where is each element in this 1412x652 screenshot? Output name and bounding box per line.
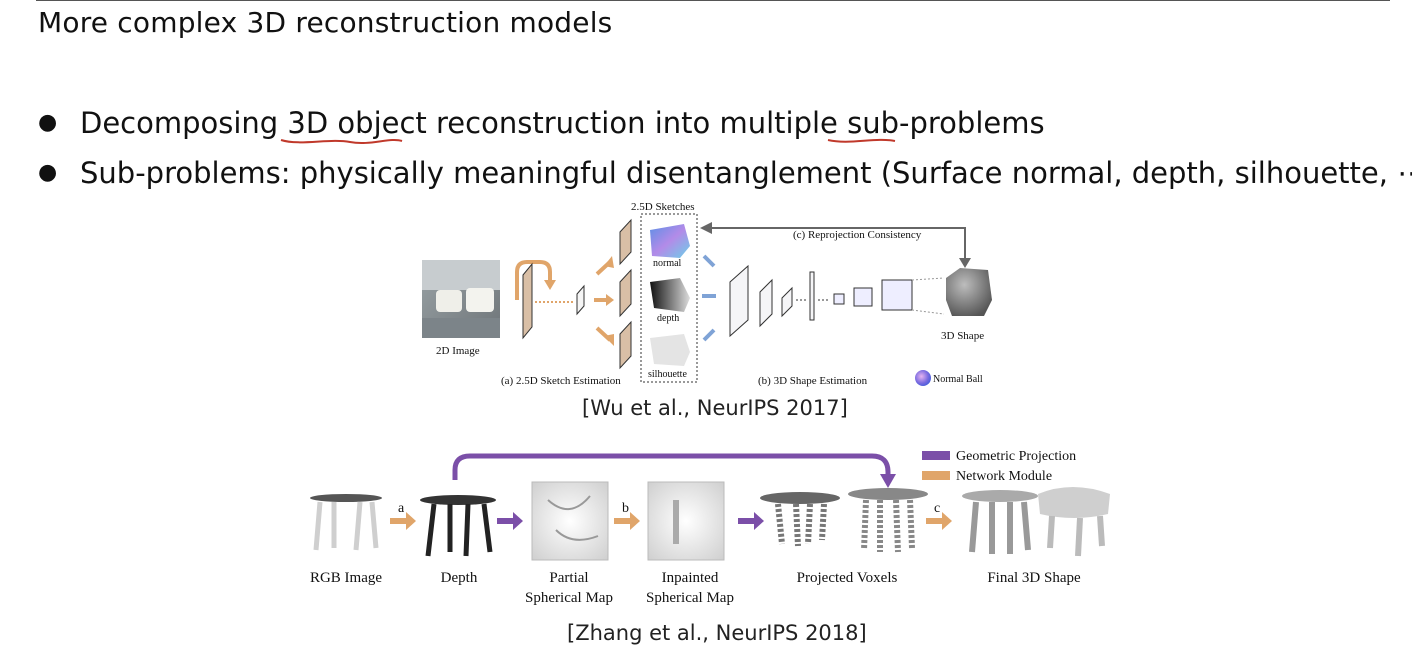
voxel-block-3 bbox=[881, 279, 913, 311]
projection-arrow-1 bbox=[497, 512, 523, 530]
reprojection-arrowhead-icon bbox=[700, 222, 712, 234]
bullet-item: ● Decomposing 3D object reconstruction i… bbox=[38, 98, 1412, 148]
reprojection-label: (c) Reprojection Consistency bbox=[793, 229, 922, 241]
caption-genre: [Zhang et al., NeurIPS 2018] bbox=[567, 621, 867, 645]
depth-table-thumb bbox=[420, 495, 496, 557]
network-arrow-b bbox=[614, 512, 640, 530]
shape-encoder-slab-2 bbox=[759, 278, 773, 328]
shape-encoder-slab-3 bbox=[781, 286, 793, 318]
bullet-dot-icon: ● bbox=[38, 110, 58, 135]
encoder-slab bbox=[522, 262, 533, 340]
title-rule bbox=[36, 0, 1390, 1]
stage-label-voxels: Projected Voxels bbox=[797, 570, 898, 586]
arrowhead-icon bbox=[604, 334, 614, 346]
sketches-header: 2.5D Sketches bbox=[631, 201, 695, 213]
network-arrow-a bbox=[390, 512, 416, 530]
silhouette-label: silhouette bbox=[648, 369, 687, 380]
projected-voxels-thumb bbox=[760, 488, 928, 553]
stage-label-inpainted: Inpainted bbox=[662, 570, 719, 586]
stage-a-label: (a) 2.5D Sketch Estimation bbox=[501, 375, 621, 387]
voxel-block-2 bbox=[853, 287, 873, 307]
bullet-text: Decomposing 3D object reconstruction int… bbox=[80, 106, 1045, 140]
partial-spherical-map-thumb bbox=[531, 481, 609, 561]
normal-ball-label: Normal Ball bbox=[933, 374, 983, 385]
encoder-loop-arrow bbox=[515, 260, 552, 300]
marrnet-figure: 2.5D Sketches (c) Reprojection Consisten… bbox=[422, 201, 992, 387]
arrowhead-icon bbox=[606, 294, 614, 306]
arrowhead-icon bbox=[604, 256, 614, 268]
inpainted-spherical-map-thumb bbox=[647, 481, 725, 561]
latent-vector bbox=[809, 271, 815, 321]
input-photo bbox=[422, 260, 500, 338]
step-label-a: a bbox=[398, 501, 405, 516]
voxel-block-1 bbox=[833, 293, 845, 305]
decoder-slab-silhouette bbox=[619, 320, 632, 370]
legend-network: Network Module bbox=[956, 469, 1052, 484]
latent-slab bbox=[576, 284, 585, 316]
silhouette-thumb bbox=[650, 334, 690, 366]
projection-arrow-2 bbox=[738, 512, 764, 530]
stage-label-partial-map: Spherical Map bbox=[525, 590, 613, 606]
step-label-c: c bbox=[934, 501, 940, 516]
normal-label: normal bbox=[653, 258, 682, 269]
depth-map-thumb bbox=[650, 278, 690, 312]
merge-arrow-normal bbox=[702, 254, 716, 268]
depth-label: depth bbox=[657, 313, 679, 324]
reprojection-arrow bbox=[708, 227, 966, 262]
output-label: 3D Shape bbox=[941, 330, 984, 342]
stage-label-final: Final 3D Shape bbox=[987, 570, 1081, 586]
legend-swatch-geometric bbox=[922, 451, 950, 460]
bullet-list: ● Decomposing 3D object reconstruction i… bbox=[38, 98, 1412, 198]
final-shape-thumb bbox=[962, 487, 1110, 557]
shape-output-thumb bbox=[946, 268, 992, 316]
link-line bbox=[911, 309, 945, 315]
legend-geometric: Geometric Projection bbox=[956, 449, 1076, 464]
bullet-dot-icon: ● bbox=[38, 160, 58, 185]
bullet-text: Sub-problems: physically meaningful dise… bbox=[80, 156, 1412, 190]
reprojection-down-arrowhead-icon bbox=[959, 258, 971, 268]
decoder-slab-depth bbox=[619, 268, 632, 318]
caption-marrnet: [Wu et al., NeurIPS 2017] bbox=[582, 396, 848, 420]
stage-label-depth: Depth bbox=[441, 570, 478, 586]
normal-ball-icon bbox=[915, 370, 931, 386]
normal-map-thumb bbox=[650, 224, 690, 258]
shape-encoder-slab-1 bbox=[729, 264, 749, 338]
network-arrow-c bbox=[926, 512, 952, 530]
merge-arrow-silhouette bbox=[702, 328, 716, 342]
link-line bbox=[911, 277, 945, 281]
stage-label-partial: Partial bbox=[549, 570, 588, 586]
input-label: 2D Image bbox=[436, 345, 480, 357]
bullet-item: ● Sub-problems: physically meaningful di… bbox=[38, 148, 1412, 198]
legend-swatch-network bbox=[922, 471, 950, 480]
stage-label-rgb: RGB Image bbox=[310, 570, 382, 586]
loop-arrowhead-icon bbox=[544, 280, 556, 290]
sketches-box bbox=[640, 213, 698, 383]
stage-b-label: (b) 3D Shape Estimation bbox=[758, 375, 868, 387]
step-label-b: b bbox=[622, 501, 629, 516]
rgb-table-thumb bbox=[310, 494, 382, 551]
stage-label-inpainted-map: Spherical Map bbox=[646, 590, 734, 606]
decoder-slab-normal bbox=[619, 218, 632, 266]
projection-arc bbox=[452, 453, 891, 480]
slide-title: More complex 3D reconstruction models bbox=[38, 6, 613, 39]
projection-arrowhead-icon bbox=[880, 474, 896, 488]
